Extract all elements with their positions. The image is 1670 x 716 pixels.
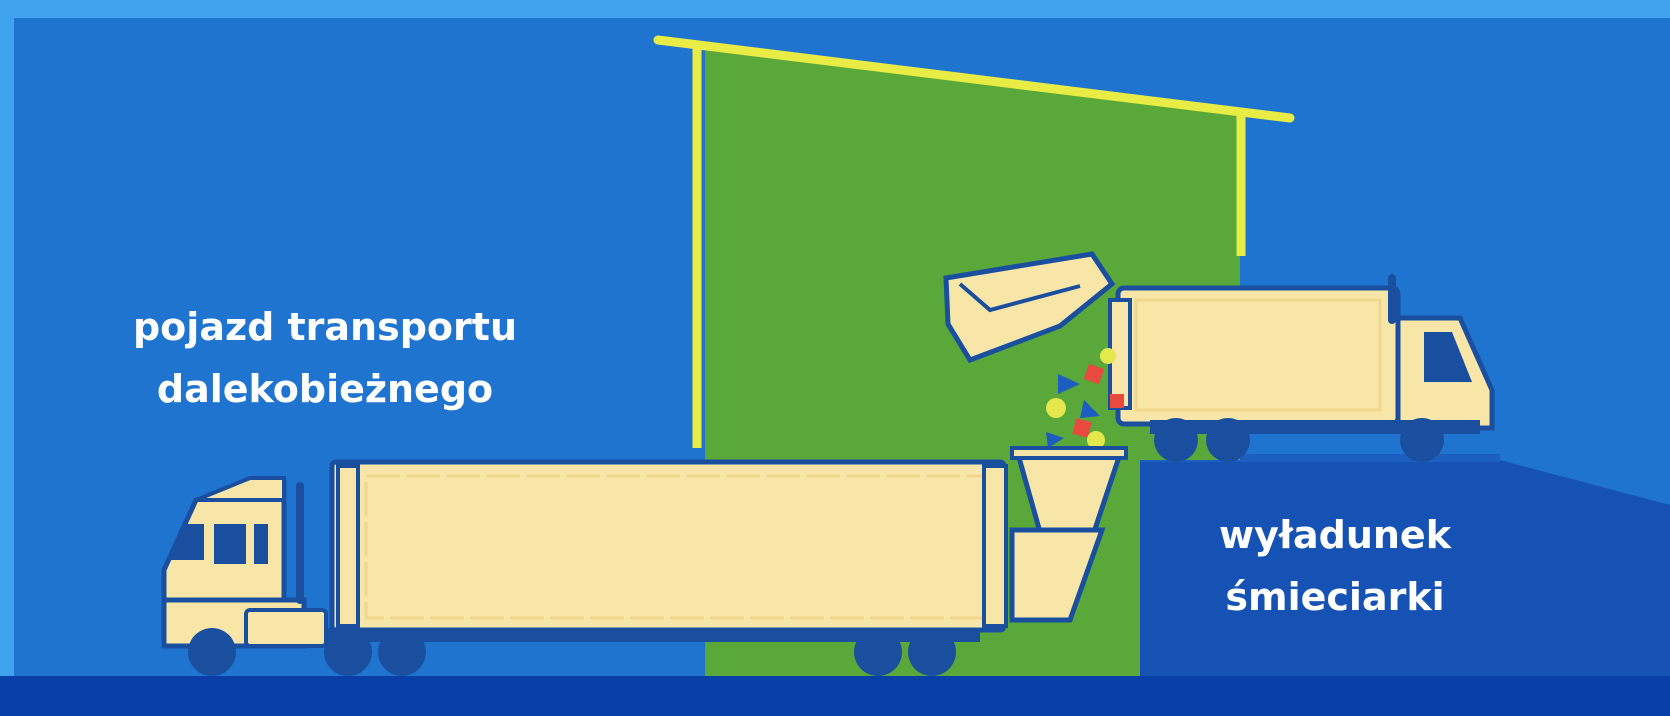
- truck-wheel: [908, 628, 956, 676]
- background-top-band: [0, 0, 1670, 18]
- tractor-fuel-tank: [246, 610, 326, 646]
- truck-wheel: [378, 628, 426, 676]
- label-garbage-truck-unloading: wyładunek śmieciarki: [1170, 504, 1500, 628]
- tractor-window: [254, 524, 268, 564]
- label-garbage-truck-unloading-line-2: śmieciarki: [1170, 566, 1500, 628]
- trailer-front-plate: [338, 466, 358, 626]
- waste-piece-yellow: [1100, 348, 1116, 364]
- background-left-edge: [0, 0, 14, 716]
- trailer-container: [332, 462, 1004, 630]
- label-long-distance-vehicle-line-1: pojazd transportu: [110, 296, 540, 358]
- label-garbage-truck-unloading-line-1: wyładunek: [1170, 504, 1500, 566]
- ground-road: [0, 676, 1670, 716]
- garbage-truck-wheel: [1400, 418, 1444, 462]
- trailer-back-plate: [984, 466, 1006, 626]
- truck-wheel: [854, 628, 902, 676]
- garbage-truck-wheel: [1206, 418, 1250, 462]
- hopper-rim: [1012, 448, 1126, 458]
- waste-piece-yellow: [1046, 398, 1066, 418]
- garbage-truck-wheel: [1154, 418, 1198, 462]
- waste-piece-red: [1110, 394, 1124, 408]
- label-long-distance-vehicle-line-2: dalekobieżnego: [110, 358, 540, 420]
- truck-wheel: [324, 628, 372, 676]
- label-long-distance-vehicle: pojazd transportu dalekobieżnego: [110, 296, 540, 420]
- tractor-window: [214, 524, 246, 564]
- truck-wheel: [188, 628, 236, 676]
- garbage-truck-body: [1118, 288, 1398, 424]
